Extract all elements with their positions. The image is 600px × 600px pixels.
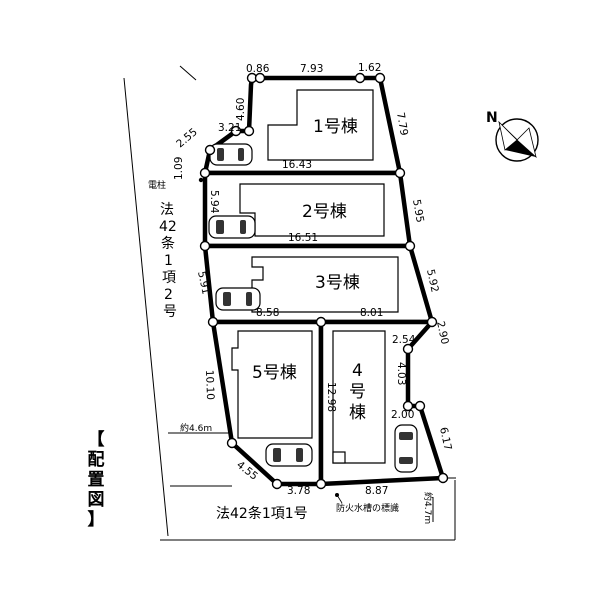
- north-arrow: N: [486, 110, 539, 162]
- boundary-points: [199, 72, 449, 490]
- house-label-4-char-1: 4: [352, 361, 363, 381]
- dim-1-62: 1.62: [358, 62, 381, 74]
- road-edge-west-outer: [123, 77, 169, 537]
- svg-text:条: 条: [161, 235, 175, 252]
- south-road-label: 法42条1項1号: [216, 505, 308, 522]
- dim-4-60: 4.60: [235, 98, 247, 121]
- west-road-label: 法 42 条 1 項 2 号: [159, 202, 177, 320]
- dim-4-03: 4.03: [395, 362, 407, 385]
- house-label-4-char-2: 号: [349, 382, 366, 402]
- building-4: [332, 330, 386, 464]
- dim-16-43: 16.43: [282, 159, 312, 171]
- fire-cistern-label: 防火水槽の標識: [336, 502, 399, 514]
- dim-2-54: 2.54: [392, 334, 416, 346]
- dim-5-91: 5.91: [195, 270, 212, 295]
- dim-3-78: 3.78: [287, 485, 310, 497]
- dim-2-55: 2.55: [174, 126, 200, 150]
- building-1: [267, 89, 374, 161]
- house-label-5: 5号棟: [252, 363, 297, 383]
- building-4-annex: [332, 451, 346, 464]
- car-lot-3: [215, 287, 261, 311]
- dim-2-00: 2.00: [391, 409, 414, 421]
- buildings: [231, 89, 399, 464]
- dim-5-94: 5.94: [208, 190, 220, 214]
- dim-8-58: 8.58: [256, 307, 279, 319]
- car-lot-2: [208, 215, 256, 239]
- car-lot-1: [209, 143, 253, 166]
- house-label-1: 1号棟: [313, 117, 358, 137]
- utility-pole-label: 電柱: [148, 179, 166, 191]
- north-label: N: [486, 110, 498, 126]
- dim-8-87: 8.87: [365, 485, 388, 497]
- svg-text:法: 法: [160, 202, 174, 218]
- road-width-left-label: 約4.6m: [180, 422, 212, 434]
- dim-5-92: 5.92: [424, 268, 441, 293]
- dim-12-98: 12.98: [325, 382, 337, 412]
- car-lot-5: [265, 443, 313, 467]
- house-label-3: 3号棟: [315, 273, 360, 293]
- road-width-right-label: 約4.7m: [422, 492, 434, 524]
- svg-text:42: 42: [159, 219, 177, 235]
- building-2: [239, 183, 385, 237]
- dim-5-95: 5.95: [410, 198, 426, 223]
- car-lot-4: [394, 424, 418, 473]
- dim-8-01: 8.01: [360, 307, 383, 319]
- drawing-title: 【 配 置 図 】: [87, 430, 105, 530]
- svg-text:項: 項: [162, 270, 176, 286]
- dim-6-17: 6.17: [437, 426, 454, 451]
- dim-0-86: 0.86: [246, 63, 270, 75]
- dim-2-90: 2.90: [434, 320, 451, 345]
- svg-text:号: 号: [163, 304, 177, 320]
- dim-1-09: 1.09: [173, 157, 185, 180]
- dim-10-10: 10.10: [203, 370, 216, 400]
- svg-text:2: 2: [164, 287, 173, 303]
- house-label-4-char-3: 棟: [349, 403, 366, 423]
- building-5: [231, 330, 313, 439]
- dim-3-21: 3.21: [218, 122, 241, 134]
- dim-16-51: 16.51: [288, 232, 318, 244]
- parking-cars: [208, 143, 418, 473]
- dimension-labels: 0.86 7.93 1.62 4.60 7.79 3.21 2.55 1.09 …: [173, 62, 454, 497]
- svg-text:1: 1: [164, 253, 173, 269]
- dim-7-93: 7.93: [300, 63, 323, 75]
- utility-pole-marker: [198, 177, 204, 183]
- road-edge-north: [179, 65, 197, 81]
- dim-7-79: 7.79: [394, 111, 410, 136]
- house-label-2: 2号棟: [302, 202, 347, 222]
- house-labels: 1号棟 2号棟 3号棟 5号棟 4 号 棟: [252, 117, 366, 423]
- building-3: [251, 256, 399, 313]
